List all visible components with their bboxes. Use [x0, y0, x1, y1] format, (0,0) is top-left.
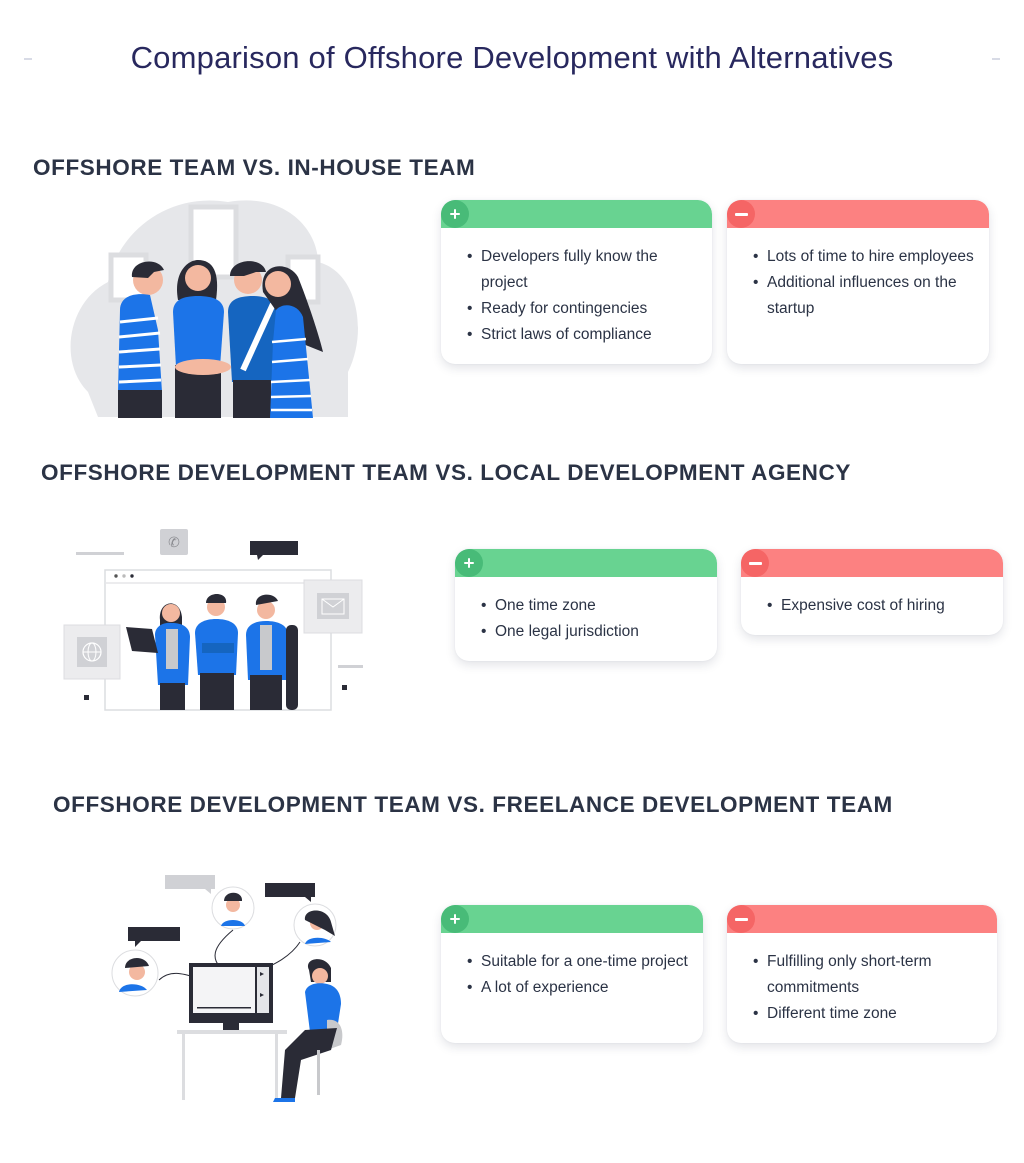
section-heading-freelance: OFFSHORE DEVELOPMENT TEAM VS. FREELANCE …: [53, 792, 893, 817]
minus-icon: [727, 200, 755, 228]
pros-list: Developers fully know the project Ready …: [441, 228, 712, 362]
cons-list-item: Fulfilling only short-term commitments: [753, 949, 983, 1001]
pros-list-item: Developers fully know the project: [467, 244, 698, 296]
title-decoration-left: [24, 58, 32, 60]
minus-icon: [741, 549, 769, 577]
pros-card-local-agency: One time zone One legal jurisdiction: [455, 549, 717, 661]
cons-card-local-agency: Expensive cost of hiring: [741, 549, 1003, 635]
cons-list-item: Additional influences on the startup: [753, 270, 975, 322]
pros-card-header: [441, 200, 712, 228]
pros-card-in-house: Developers fully know the project Ready …: [441, 200, 712, 364]
plus-icon: [441, 905, 469, 933]
title-row: Comparison of Offshore Development with …: [0, 36, 1024, 80]
pros-list-item: A lot of experience: [467, 975, 689, 1001]
pros-list: One time zone One legal jurisdiction: [455, 577, 717, 659]
section-heading-local-agency: OFFSHORE DEVELOPMENT TEAM VS. LOCAL DEVE…: [41, 460, 851, 485]
pros-list: Suitable for a one-time project A lot of…: [441, 933, 703, 1015]
remote-freelancers-video-call-illustration: [111, 875, 343, 1102]
plus-icon: [441, 200, 469, 228]
plus-icon: [455, 549, 483, 577]
cons-list-item: Different time zone: [753, 1001, 983, 1027]
cons-list: Fulfilling only short-term commitments D…: [727, 933, 997, 1041]
cons-card-header: [727, 200, 989, 228]
pros-list-item: Ready for contingencies: [467, 296, 698, 322]
pros-list-item: Suitable for a one-time project: [467, 949, 689, 975]
section-heading-in-house: OFFSHORE TEAM VS. IN-HOUSE TEAM: [33, 155, 476, 180]
agency-team-browser-window-illustration: ✆: [63, 529, 363, 711]
cons-list-item: Lots of time to hire employees: [753, 244, 975, 270]
pros-list-item: One time zone: [481, 593, 703, 619]
pros-card-freelance: Suitable for a one-time project A lot of…: [441, 905, 703, 1043]
cons-card-header: [741, 549, 1003, 577]
cons-card-freelance: Fulfilling only short-term commitments D…: [727, 905, 997, 1043]
cons-card-in-house: Lots of time to hire employees Additiona…: [727, 200, 989, 364]
cons-card-header: [727, 905, 997, 933]
team-hands-together-illustration: [70, 200, 358, 418]
cons-list: Lots of time to hire employees Additiona…: [727, 228, 989, 336]
page-title: Comparison of Offshore Development with …: [130, 40, 894, 75]
minus-icon: [727, 905, 755, 933]
pros-list-item: One legal jurisdiction: [481, 619, 703, 645]
cons-list: Expensive cost of hiring: [741, 577, 1003, 633]
pros-card-header: [441, 905, 703, 933]
cons-list-item: Expensive cost of hiring: [767, 593, 989, 619]
pros-list-item: Strict laws of compliance: [467, 322, 698, 348]
title-decoration-right: [992, 58, 1000, 60]
pros-card-header: [455, 549, 717, 577]
svg-text:✆: ✆: [168, 535, 180, 551]
